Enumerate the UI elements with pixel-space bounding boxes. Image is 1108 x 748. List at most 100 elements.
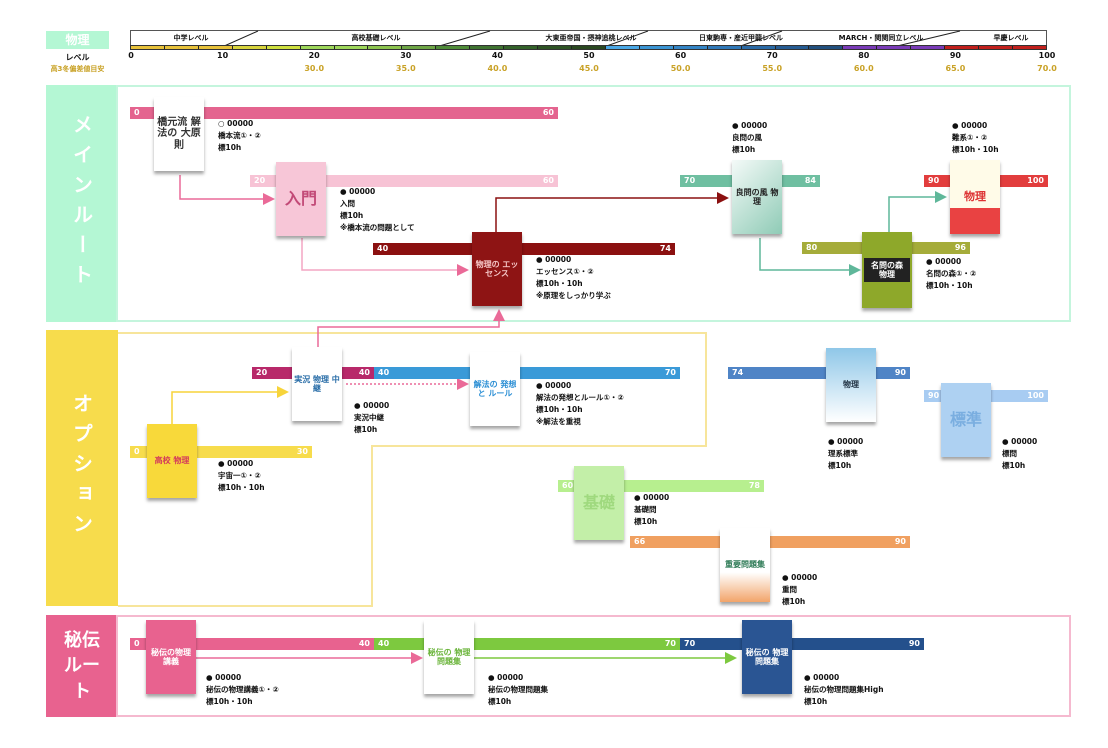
cover-title: 秘伝の 物理 問題集 — [745, 647, 789, 666]
caption-name: 難系①・② — [952, 133, 988, 142]
strip-segment — [131, 46, 165, 49]
caption-time: 標10h・10h — [536, 405, 583, 414]
caption-name: 宇宙一①・② — [218, 471, 261, 480]
cover-title: 標準 — [949, 409, 982, 429]
book-cover-meimon[interactable]: 名問の森 物理 — [862, 232, 912, 308]
caption-time: 標10h — [218, 143, 242, 152]
cover-title: 実況 物理 中継 — [294, 374, 340, 393]
strip-segment — [470, 46, 505, 49]
cover-title: 入門 — [284, 188, 317, 208]
range-start: 0 — [134, 447, 140, 456]
range-start: 90 — [928, 176, 940, 185]
cover-title: 基礎 — [582, 492, 615, 512]
caption-name: 標問 — [1002, 449, 1017, 458]
book-cover-kiso[interactable]: 基礎 — [574, 466, 624, 540]
arrow-uchu-to-jikkyo — [171, 386, 289, 425]
caption-name: 秘伝の物理講義①・② — [206, 685, 279, 694]
band-daitoa: 大東亜帝国・摂神追桃レベル — [545, 34, 637, 42]
strip-segment — [877, 46, 912, 49]
strip-segment — [843, 46, 878, 49]
level-tick-label: 10 — [217, 51, 229, 60]
range-end: 40 — [358, 368, 370, 377]
cover-title: 良問の風 物理 — [735, 187, 779, 206]
caption-code: ● 00000 — [804, 673, 840, 682]
cover-title: 秘伝の物理 講義 — [151, 647, 191, 666]
book-cover-nyumon[interactable]: 入門 — [276, 162, 326, 236]
range-end: 90 — [894, 368, 906, 377]
cover-title: 物理 — [843, 380, 859, 390]
strip-segment — [571, 46, 606, 49]
book-cover-ryomon[interactable]: 良問の風 物理 — [732, 160, 782, 234]
level-tick-label: 60 — [675, 51, 687, 60]
strip-segment — [605, 46, 640, 49]
caption-time: 標10h — [804, 697, 828, 706]
book-cover-nankei[interactable]: 物理 — [950, 160, 1000, 234]
level-tick-label: 70 — [766, 51, 778, 60]
caption-name: 解法の発想とルール①・② — [536, 393, 624, 402]
range-bar-rikei: 74 90 — [728, 367, 910, 379]
caption-time: 標10h・10h — [536, 279, 583, 288]
deviation-tick-label: 30.0 — [304, 64, 325, 73]
book-cover-jikkyo[interactable]: 実況 物理 中継 — [292, 347, 342, 421]
book-cover-hiden2[interactable]: 秘伝の 物理 問題集 — [424, 620, 474, 694]
caption-name: 名問の森①・② — [926, 269, 977, 278]
deviation-tick-label: 40.0 — [487, 64, 508, 73]
strip-segment — [775, 46, 810, 49]
strip-segment — [809, 46, 844, 49]
book-cover-hyomon[interactable]: 標準 — [941, 383, 991, 457]
caption-name: 秘伝の物理問題集 — [488, 685, 548, 694]
book-cover-hiden3[interactable]: 秘伝の 物理 問題集 — [742, 620, 792, 694]
range-end: 84 — [804, 176, 816, 185]
level-tick-label: 20 — [308, 51, 320, 60]
band-soukei: 早慶レベル — [993, 34, 1029, 42]
book-cover-hiden1[interactable]: 秘伝の物理 講義 — [146, 620, 196, 694]
range-end: 60 — [542, 176, 554, 185]
range-end: 96 — [954, 243, 966, 252]
range-start: 40 — [378, 368, 390, 377]
cover-title: 物理 — [964, 189, 986, 203]
caption-code: ● 00000 — [488, 673, 524, 682]
book-cover-jumon[interactable]: 重要問題集 — [720, 528, 770, 602]
book-cover-hashimoto[interactable]: 橋元流 解法の 大原則 — [154, 97, 204, 171]
caption-time: 標10h — [732, 145, 756, 154]
caption-name: 良問の風 — [732, 133, 762, 142]
book-cover-essence[interactable]: 物理の エッセンス — [472, 232, 522, 306]
deviation-tick-label: 45.0 — [579, 64, 599, 73]
caption-name: 秘伝の物理問題集High — [804, 685, 884, 694]
band-junior-high: 中学レベル — [173, 34, 209, 42]
range-end: 70 — [664, 368, 676, 377]
book-cover-uchu[interactable]: 高校 物理 — [147, 424, 197, 498]
book-cover-rikei[interactable]: 物理 — [826, 348, 876, 422]
caption-time: 標10h — [828, 461, 852, 470]
cover-title: 物理の エッセンス — [475, 259, 519, 278]
range-start: 74 — [732, 368, 744, 377]
caption-time: 標10h・10h — [926, 281, 973, 290]
cover-title: 高校 物理 — [154, 456, 190, 466]
section-main-box — [116, 85, 1071, 322]
deviation-tick-label: 50.0 — [670, 64, 691, 73]
section-secret-tab: 秘伝ルート — [46, 615, 118, 717]
deviation-label: 高3冬偏差値目安 — [50, 65, 105, 73]
caption-code: ○ 00000 — [218, 119, 254, 128]
deviation-tick-label: 70.0 — [1037, 64, 1057, 73]
strip-segment — [707, 46, 742, 49]
strip-segment — [639, 46, 674, 49]
level-tick-label: 50 — [583, 51, 595, 60]
caption-time: 標10h — [634, 517, 658, 526]
strip-segment — [741, 46, 776, 49]
book-cover-hasso[interactable]: 解法の 発想と ルール — [470, 352, 520, 426]
level-tick-label: 100 — [1038, 51, 1056, 60]
